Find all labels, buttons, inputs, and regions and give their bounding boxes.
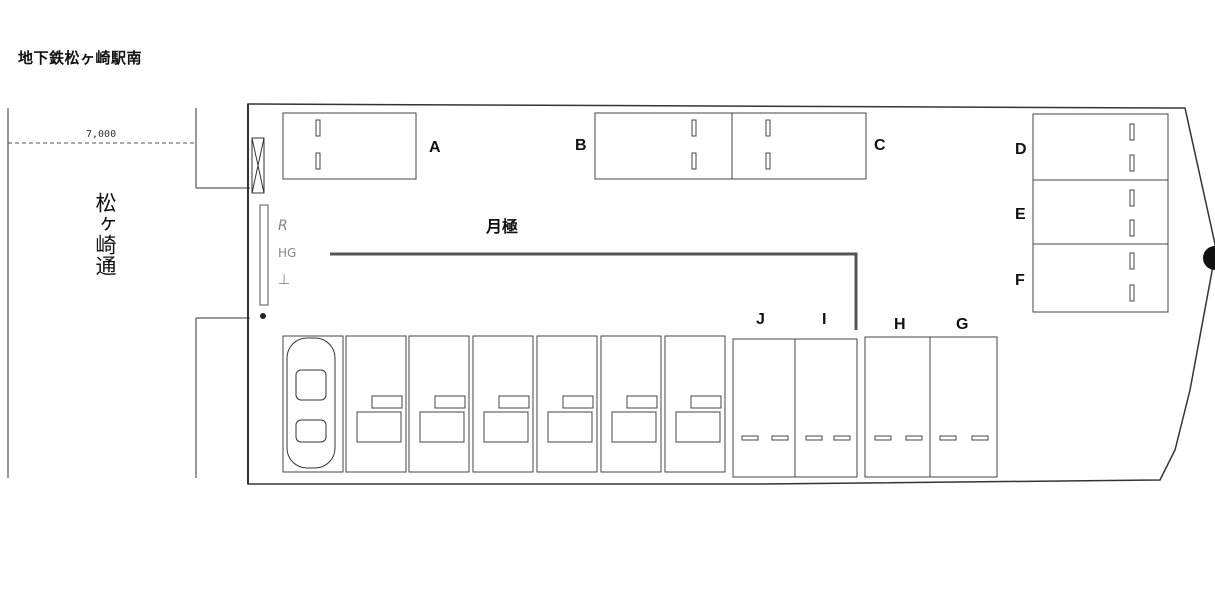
space-a [282,112,417,180]
space-label-g: G [956,316,969,333]
page-title: 地下鉄松ヶ崎駅南 [18,49,143,67]
space-label-b: B [575,137,587,154]
space-label-i: I [822,311,827,328]
space-e [1032,179,1169,245]
space-label-f: F [1015,272,1025,289]
monthly-zone-label: 月極 [486,217,519,236]
space-c [731,112,867,180]
space-label-j: J [756,311,765,328]
space-f [1032,243,1169,313]
street-name: 松ヶ崎通 [93,192,117,276]
svg-text:HG: HG [278,246,296,260]
space-label-a: A [429,139,441,156]
space-d [1032,113,1169,181]
road-width-dimension: 7,000 [86,129,117,140]
space-label-h: H [894,316,906,333]
svg-text:⊥: ⊥ [278,272,290,288]
svg-text:R: R [278,218,288,234]
space-b [594,112,733,180]
space-label-c: C [874,137,886,154]
space-label-d: D [1015,141,1027,158]
space-label-e: E [1015,206,1026,223]
car-icon [286,337,336,469]
